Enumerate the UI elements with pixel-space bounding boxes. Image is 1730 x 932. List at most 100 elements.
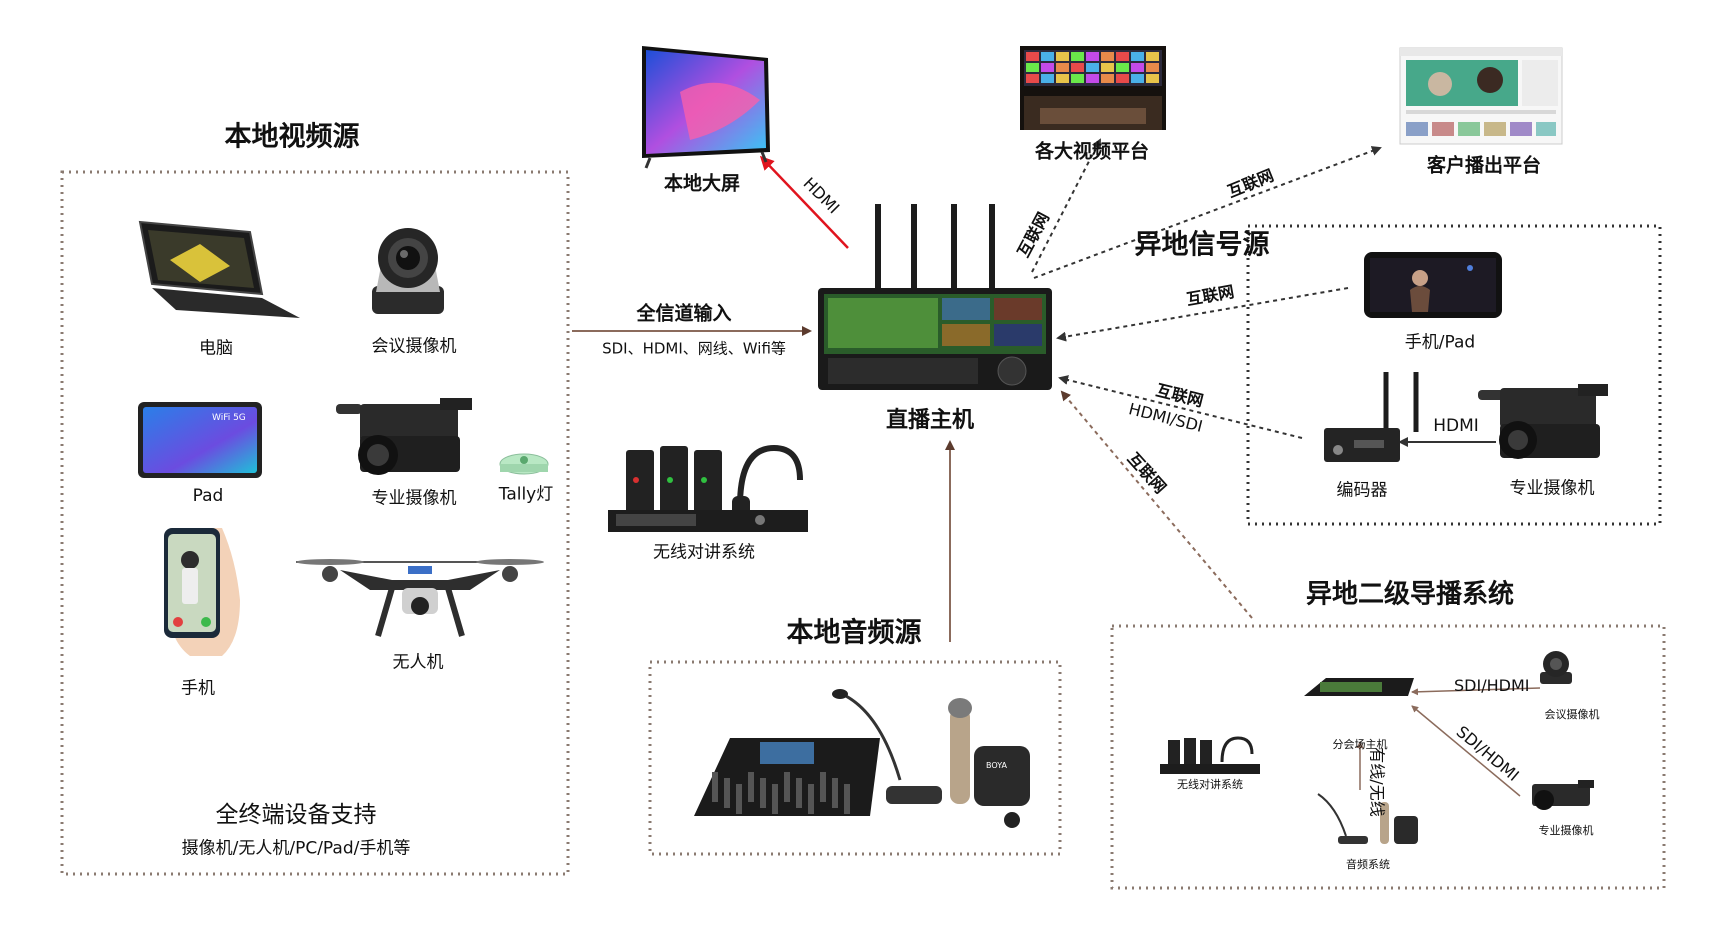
input-title: 全信道输入 [636, 302, 732, 325]
video-wall-tile [1146, 74, 1159, 83]
video-wall-tile [1041, 63, 1054, 72]
encoder-icon [1324, 372, 1419, 462]
video-wall-tile [1056, 52, 1069, 61]
video-wall-tile [1116, 52, 1129, 61]
hdmi-arrow [759, 155, 849, 249]
drone-icon [296, 559, 544, 637]
platforms-label: 各大视频平台 [1034, 140, 1150, 163]
input-sub: SDI、HDMI、网线、Wifi等 [602, 339, 786, 358]
pro-cam-label: 专业摄像机 [371, 488, 457, 509]
mixer-fader [748, 772, 754, 802]
tally-light-icon [499, 453, 549, 475]
secondary-sdi1-label: SDI/HDMI [1454, 676, 1530, 695]
video-wall-tile [1146, 63, 1159, 72]
client-link [1033, 146, 1382, 279]
local-audio-title: 本地音频源 [786, 617, 922, 649]
drone-label: 无人机 [392, 652, 444, 673]
sec-pro-arrow [1411, 705, 1521, 797]
video-wall-tile [1026, 52, 1039, 61]
secondary-title: 异地二级导播系统 [1305, 579, 1515, 610]
video-wall-tile [1026, 74, 1039, 83]
video-wall-tile [1101, 74, 1114, 83]
mixer-fader [832, 778, 838, 808]
remote-source-box [1246, 224, 1662, 526]
video-wall-tile [1116, 74, 1129, 83]
video-wall-tile [1101, 52, 1114, 61]
webpage-icon [1399, 47, 1563, 145]
mixer-fader [844, 784, 850, 814]
terminal-support-sub: 摄像机/无人机/PC/Pad/手机等 [181, 838, 411, 859]
secondary-intercom-icon [1160, 736, 1260, 774]
ptz-camera-icon [372, 228, 444, 314]
tablet-icon: WiFi 5G [138, 402, 262, 478]
pad-label: Pad [192, 486, 224, 506]
intercom-label: 无线对讲系统 [653, 542, 755, 563]
local-screen-label: 本地大屏 [663, 172, 741, 195]
local-audio-box [648, 660, 1062, 856]
sec-conf-arrow [1411, 687, 1541, 696]
secondary-host-label: 分会场主机 [1332, 738, 1388, 751]
mixer-fader [772, 784, 778, 814]
video-wall-tile [1131, 74, 1144, 83]
video-wall-tile [1086, 52, 1099, 61]
secondary-host-icon [1304, 678, 1414, 696]
video-wall-tile [1041, 52, 1054, 61]
encoder-hdmi-label: HDMI [1433, 416, 1479, 436]
video-wall-icon [1020, 46, 1166, 130]
microphone-icon: BOYA [832, 689, 1030, 828]
mixer-fader [724, 778, 730, 808]
secondary-audio-icon [1317, 793, 1418, 844]
intercom-icon [608, 444, 808, 532]
secondary-conf-cam-label: 会议摄像机 [1544, 708, 1600, 721]
video-wall-tile [1056, 74, 1069, 83]
platform-link [1031, 138, 1101, 273]
video-wall-tile [1086, 63, 1099, 72]
terminal-support-title: 全终端设备支持 [215, 802, 377, 828]
remote-source-title: 异地信号源 [1134, 229, 1270, 261]
secondary-link [1060, 390, 1253, 619]
laptop-icon [138, 220, 300, 318]
video-wall-tile [1146, 52, 1159, 61]
tally-label: Tally灯 [498, 484, 554, 505]
video-wall-tile [1071, 63, 1084, 72]
local-video-title: 本地视频源 [224, 121, 360, 153]
conf-cam-label: 会议摄像机 [371, 336, 457, 357]
secondary-wired-label: 有线/无线 [1367, 747, 1387, 817]
remote-camcorder-icon [1478, 384, 1608, 459]
video-wall-tile [1086, 74, 1099, 83]
mixer-fader [796, 778, 802, 808]
camcorder-icon [336, 398, 472, 475]
remote-pro-cam-label: 专业摄像机 [1509, 478, 1595, 499]
video-wall-tile [1056, 63, 1069, 72]
video-wall-tile [1071, 74, 1084, 83]
secondary-audio-label: 音频系统 [1346, 858, 1390, 871]
video-wall-tile [1026, 63, 1039, 72]
phone-link [1056, 287, 1349, 342]
video-wall-tile [1041, 74, 1054, 83]
video-wall-tile [1116, 63, 1129, 72]
secondary-pro-cam-icon [1532, 780, 1594, 810]
mixer-fader [760, 778, 766, 808]
video-wall-tile [1131, 63, 1144, 72]
smartphone-icon [164, 528, 240, 656]
remote-phone-icon [1364, 252, 1502, 318]
laptop-label: 电脑 [199, 338, 233, 359]
phone-label: 手机 [181, 678, 215, 699]
tv-icon [642, 46, 770, 169]
video-wall-tile [1101, 63, 1114, 72]
mixer-icon [694, 738, 880, 816]
secondary-conf-cam-icon [1540, 651, 1572, 684]
mixer-fader [712, 772, 718, 802]
secondary-intercom-label: 无线对讲系统 [1177, 778, 1243, 791]
remote-phone-label: 手机/Pad [1404, 332, 1476, 353]
encoder-link [1058, 375, 1303, 439]
video-wall-tile [1131, 52, 1144, 61]
mixer-fader [784, 772, 790, 802]
live-host-icon [818, 204, 1052, 390]
mixer-fader [820, 772, 826, 802]
client-platform-label: 客户播出平台 [1426, 154, 1542, 177]
local-video-box [60, 170, 570, 876]
host-label: 直播主机 [885, 408, 975, 433]
